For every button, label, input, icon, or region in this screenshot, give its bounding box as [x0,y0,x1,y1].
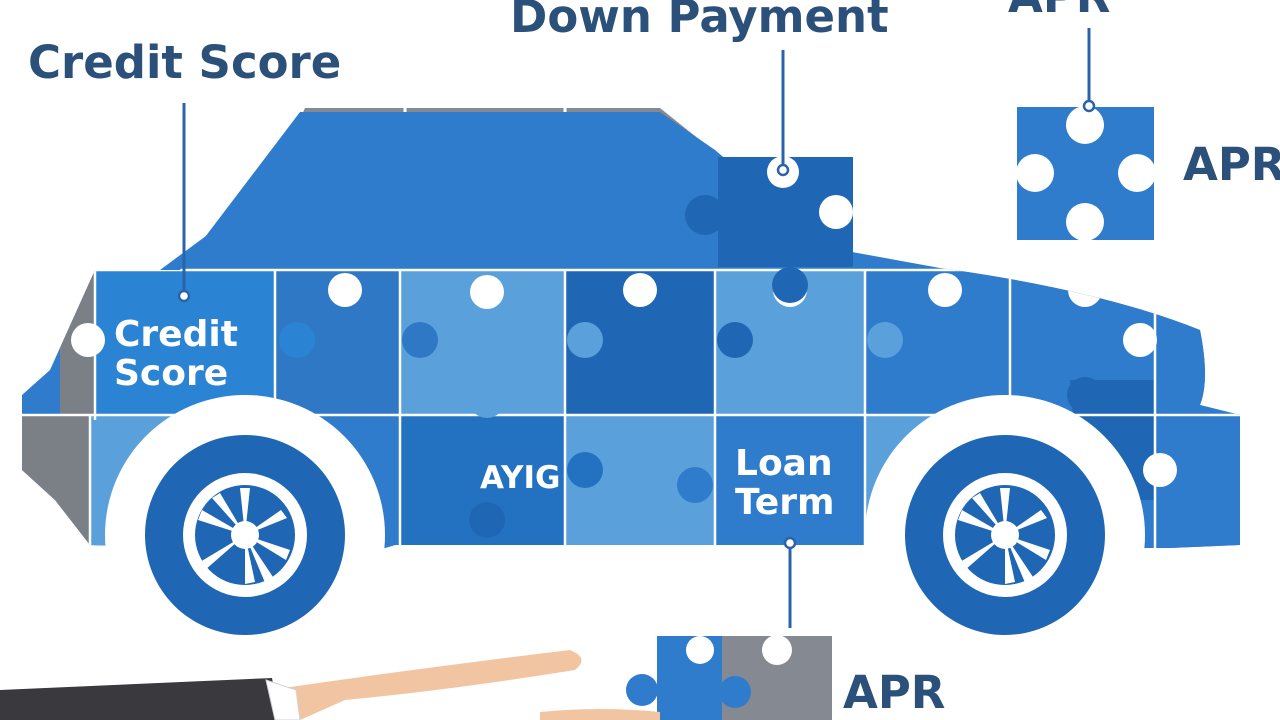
credit-score-label: Credit Score [28,36,342,89]
garbled-piece-label: AYIG [480,460,561,496]
apr-right-label: APR [1183,138,1280,191]
puzzle-piece-apr-icon [1016,106,1156,241]
credit-score-piece-label: Credit Score [114,314,238,394]
apr-top-label: APR [1008,0,1110,19]
hand-icon [0,650,660,720]
wheel-rear-icon [105,395,385,675]
puzzle-piece-bottom-icon [626,635,832,720]
apr-bottom-label: APR [843,666,946,719]
down-payment-label: Down Payment [510,0,889,43]
loan-term-piece-label: Loan Term [735,443,835,523]
wheel-front-icon [865,395,1145,675]
label-connectors [182,28,1091,628]
